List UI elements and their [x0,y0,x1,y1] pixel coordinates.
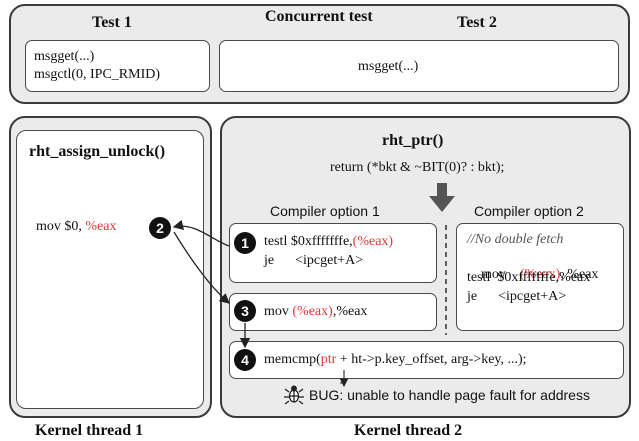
opt1-line-1: testl $0xfffffffe,(%eax) [264,234,393,250]
opt2-line-2: testl $0xfffffffe,%eax [467,270,591,285]
opt1-testl-text: testl $0xfffffffe, [264,234,353,249]
test2-label: Test 2 [457,14,497,31]
eax-register: %eax [85,219,117,234]
step-badge-4: 4 [234,349,256,371]
bug-message: BUG: unable to handle page fault for add… [309,387,590,403]
mov-instr-text: mov $0, [36,219,86,234]
step-badge-2: 2 [149,217,171,239]
thread1-inner-box [16,130,204,409]
test1-code-line-2: msgctl(0, IPC_RMID) [34,67,160,82]
kernel-thread2-caption: Kernel thread 2 [354,422,463,439]
step-badge-1: 1 [234,232,256,254]
return-statement: return (*bkt & ~BIT(0)? : bkt); [330,160,505,175]
compiler-option1-label: Compiler option 1 [270,203,380,219]
arrow-ptr-to-bug [340,370,344,386]
concurrent-test-title: Concurrent test [265,8,373,25]
step4-memcmp-text: memcmp( [264,352,321,367]
thread1-mov-instruction: mov $0, %eax [36,219,116,235]
step3-eax-ref: (%eax) [292,304,333,319]
test2-code-box: msgget(...) [219,40,619,92]
opt2-line-1: mov (%eax), %eax [467,251,598,299]
step3-mov-dest: ,%eax [332,304,368,319]
rht-assign-unlock-title: rht_assign_unlock() [29,143,166,160]
rht-ptr-title: rht_ptr() [382,132,444,149]
opt1-line-2: je <ipcget+A> [264,253,364,268]
option2-code-box: //No double fetch mov (%eax), %eax testl… [456,223,624,331]
step4-ptr: ptr [320,352,337,367]
step4-line: memcmp(ptr + ht->p.key_offset, arg->key,… [264,352,527,368]
opt2-mov-dest: , %eax [560,267,599,282]
compiler-option2-label: Compiler option 2 [474,203,584,219]
opt2-line-3: je <ipcget+A> [467,289,567,304]
test1-label: Test 1 [92,14,132,31]
opt1-eax-ref: (%eax) [352,234,394,249]
opt2-mov-text: mov [481,267,520,282]
test1-code-box: msgget(...) msgctl(0, IPC_RMID) [25,40,210,92]
arrow-step2-to-step3 [173,231,230,304]
step3-mov-text: mov [264,304,293,319]
opt2-comment: //No double fetch [467,232,564,247]
test1-code-line-1: msgget(...) [34,49,95,64]
step-badge-3: 3 [234,300,256,322]
step3-code-box: mov (%eax),%eax [229,293,437,331]
arrow-step1-to-step2 [172,219,230,247]
opt2-eax-ref: (%eax) [519,267,561,282]
step4-code-box: memcmp(ptr + ht->p.key_offset, arg->key,… [229,341,624,379]
kernel-thread1-caption: Kernel thread 1 [35,422,144,439]
step4-args: + ht->p.key_offset, arg->key, ...); [336,352,527,367]
test2-code-line: msgget(...) [358,59,419,74]
option1-code-box: testl $0xfffffffe,(%eax) je <ipcget+A> [229,223,437,283]
step3-line: mov (%eax),%eax [264,304,367,320]
